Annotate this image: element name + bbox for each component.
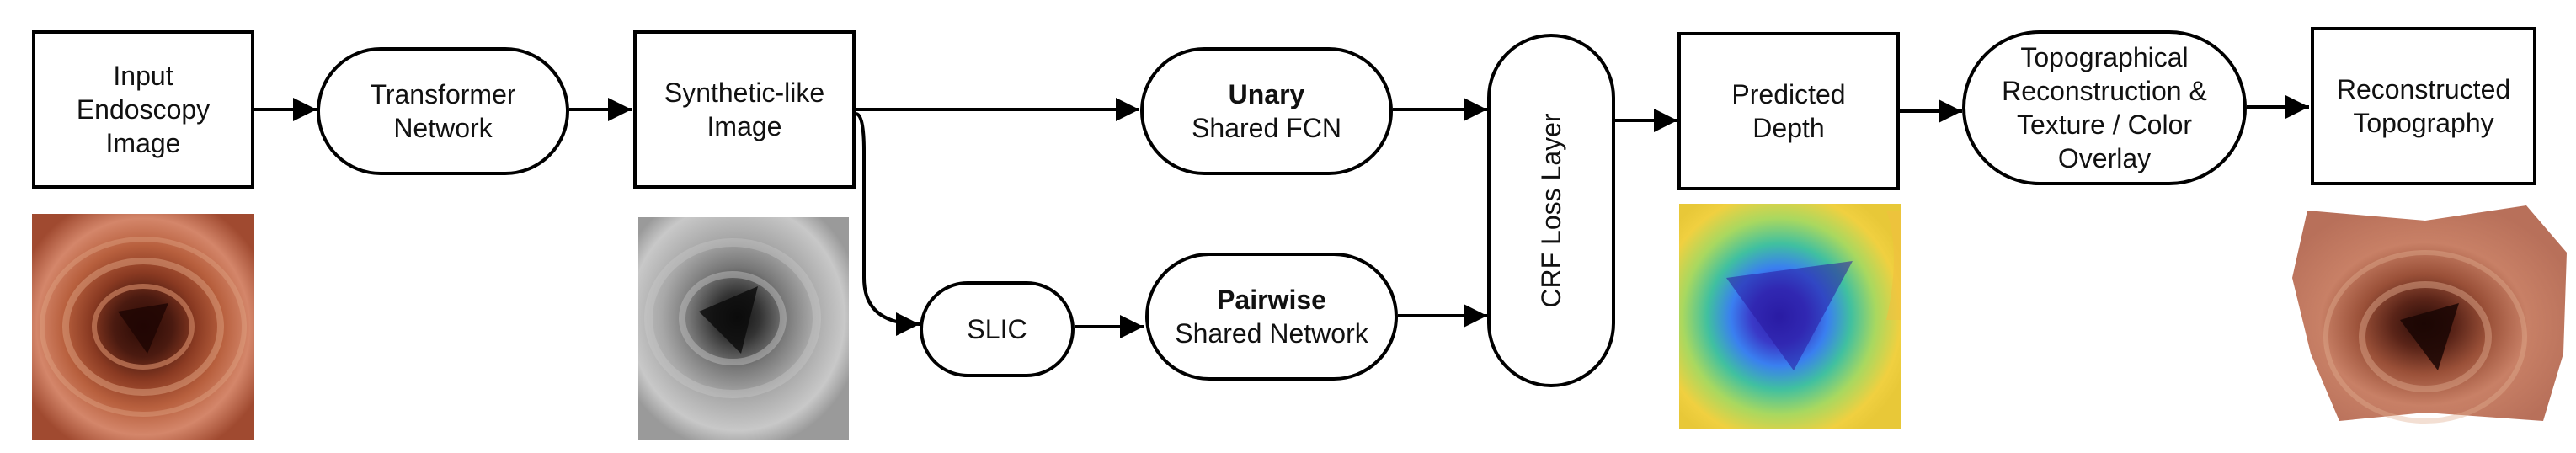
topo-label-line-3: Texture / Color	[2016, 109, 2193, 140]
reconstructed-topography-node: Reconstructed Topography	[2311, 27, 2536, 185]
input-label-line-2: Endoscopy	[76, 94, 211, 125]
transformer-network-node: Transformer Network	[317, 47, 569, 175]
depth-label-line-1: Predicted	[1731, 79, 1846, 109]
slic-node: SLIC	[920, 281, 1075, 377]
topographical-reconstruction-node: Topographical Reconstruction & Texture /…	[1962, 30, 2247, 185]
edge-synthetic-to-slic	[855, 112, 920, 336]
predicted-depth-node: Predicted Depth	[1677, 32, 1900, 190]
synthetic-image-thumbnail	[638, 217, 849, 440]
input-label-line-3: Image	[105, 128, 181, 158]
pairwise-subtitle: Shared Network	[1175, 318, 1368, 349]
recon-label-line-2: Topography	[2353, 108, 2494, 138]
input-endoscopy-thumbnail	[32, 214, 254, 440]
synthetic-label-line-2: Image	[707, 111, 782, 141]
predicted-depth-thumbnail	[1679, 204, 1901, 429]
recon-label-line-1: Reconstructed	[2336, 74, 2511, 104]
pairwise-shared-network-node: Pairwise Shared Network	[1145, 253, 1398, 381]
topo-label-line-2: Reconstruction &	[2002, 76, 2207, 106]
depth-label-line-2: Depth	[1752, 113, 1825, 143]
pairwise-title: Pairwise	[1217, 285, 1326, 315]
synthetic-like-image-node: Synthetic-like Image	[633, 30, 856, 189]
crf-loss-layer-node: CRF Loss Layer	[1487, 34, 1615, 387]
topo-label-line-1: Topographical	[2020, 42, 2189, 72]
transformer-label-line-2: Network	[393, 113, 493, 143]
topo-label-line-4: Overlay	[2057, 143, 2152, 173]
crf-label: CRF Loss Layer	[1536, 113, 1566, 308]
unary-title: Unary	[1228, 79, 1305, 109]
edges	[254, 95, 2309, 338]
synthetic-label-line-1: Synthetic-like	[664, 77, 825, 108]
input-label-line-1: Input	[113, 61, 173, 91]
input-endoscopy-image-node: Input Endoscopy Image	[32, 30, 254, 189]
unary-subtitle: Shared FCN	[1192, 113, 1341, 143]
unary-shared-fcn-node: Unary Shared FCN	[1140, 47, 1393, 175]
transformer-label-line-1: Transformer	[370, 79, 516, 109]
reconstructed-topography-thumbnail	[2292, 205, 2567, 424]
slic-label: SLIC	[967, 314, 1027, 344]
